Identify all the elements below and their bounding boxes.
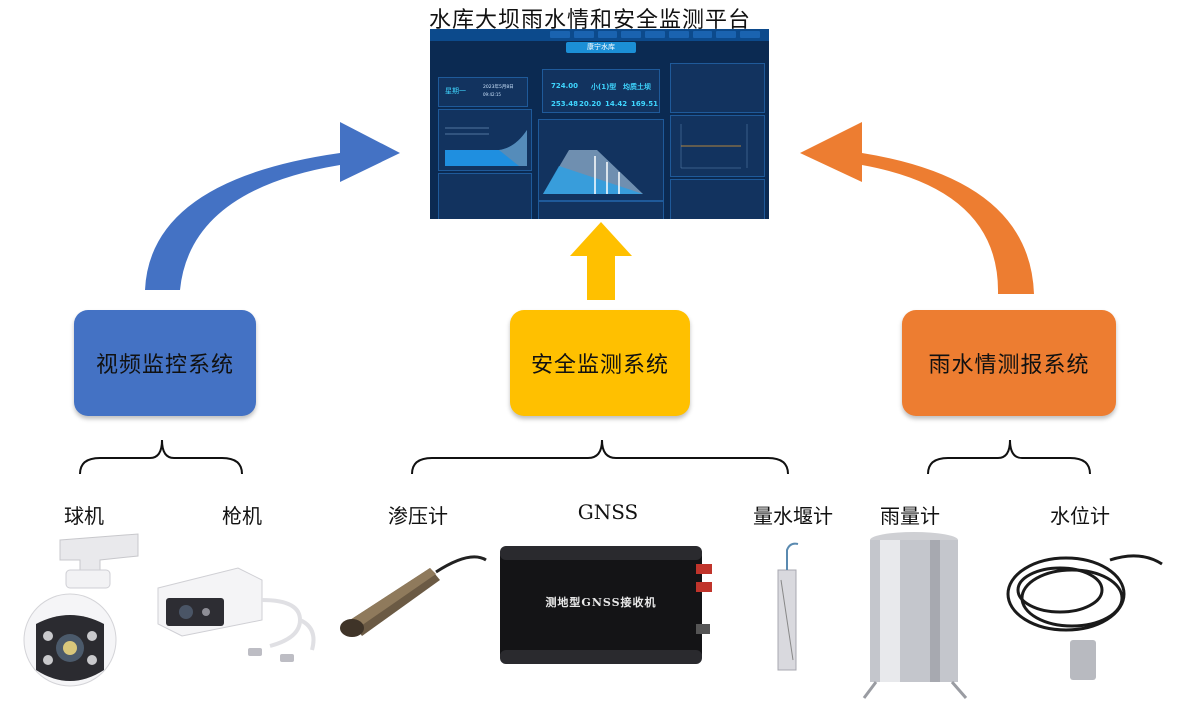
water-profile-chart [445,127,527,166]
rain-gauge-icon [862,532,968,699]
dome-camera-icon [23,533,139,687]
gnss-label: GNSS [577,500,639,524]
blue-curved-arrow [145,122,400,290]
water-level-gauge-label: 水位计 [1050,504,1110,528]
dashboard-topbar [430,29,769,41]
date-text: 2023年5月8日 [483,85,514,90]
weekday: 星期一 [445,87,466,95]
bullet-camera-label: 枪机 [222,504,262,528]
stat-scale: 小(1)型 [591,83,617,91]
page-title: 水库大坝雨水情和安全监测平台 [428,8,751,33]
rain-brace [927,439,1091,475]
orange-curved-arrow [800,122,1034,294]
time-text: 09:42:15 [483,92,501,97]
video-system-box: 视频监控系统 [74,310,256,416]
video-brace [79,439,243,475]
stat-1: 253.48 [551,100,579,108]
dashboard-screenshot: 康宁水库 星期一 2023年5月8日 09:42:15 724.00 小(1)型… [430,29,769,219]
weir-gauge-icon [777,542,799,671]
dam-section-chart [543,150,643,194]
device-images [23,532,1163,699]
stat-4: 169.51 [631,100,659,108]
pressure-panel [538,201,664,219]
yellow-up-arrow [570,222,632,300]
stats-panel: 724.00 小(1)型 均质土坝 253.48 20.20 14.42 169… [542,69,660,113]
stat-3: 14.42 [605,100,628,108]
weir-gauge-label: 量水堰计 [753,504,833,528]
date-panel: 星期一 2023年5月8日 09:42:15 [438,77,528,107]
dam-section-panel [538,119,664,201]
safety-system-box: 安全监测系统 [510,310,690,416]
piezometer-label: 渗压计 [388,504,448,528]
monitor-chart [680,124,748,169]
monitor-chart-panel [670,115,765,177]
dashboard-nav [550,31,761,38]
stat-2: 20.20 [579,100,602,108]
rain-gauge-label: 雨量计 [880,504,940,528]
dome-camera-label: 球机 [64,504,104,528]
stat-dam-type: 均质土坝 [623,83,651,91]
equipment-panel [670,179,765,219]
rainfall-panel [438,173,532,219]
rain-system-box: 雨水情测报系统 [902,310,1116,416]
gnss-device-text: 测地型GNSS接收机 [545,596,657,609]
gnss-receiver-icon [500,546,712,664]
stat-capacity: 724.00 [551,82,579,90]
bullet-camera-icon [157,567,316,662]
piezometer-icon [340,555,487,637]
water-level-panel [438,109,532,171]
safety-brace [411,439,789,475]
dashboard-header: 康宁水库 [566,42,636,53]
video-panel [670,63,765,113]
water-level-gauge-icon [1006,554,1163,680]
